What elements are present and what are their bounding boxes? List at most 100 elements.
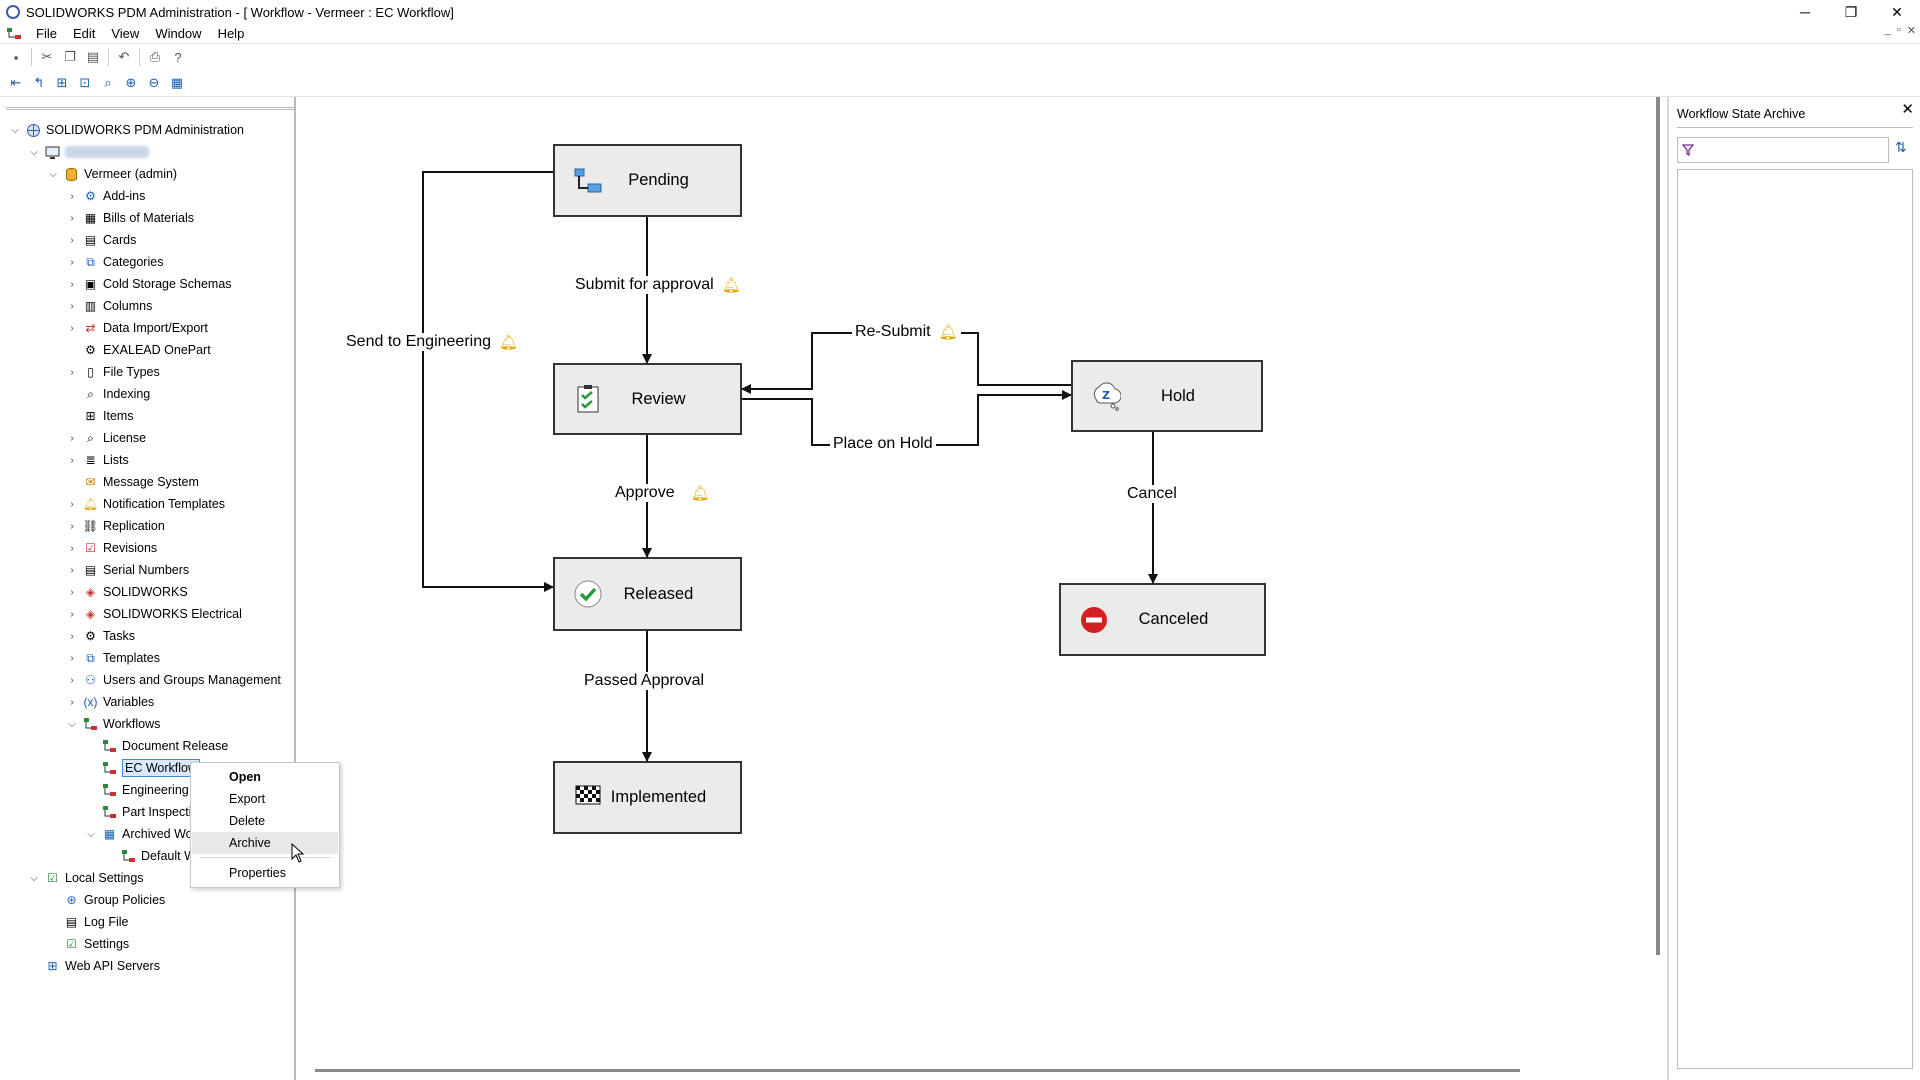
maximize-button[interactable]: ❐: [1844, 3, 1858, 20]
menu-edit[interactable]: Edit: [72, 26, 96, 41]
tree-node-ec-workflow[interactable]: EC Workflow: [100, 757, 201, 779]
tree-node-root[interactable]: ⌵ SOLIDWORKS PDM Administration: [8, 119, 244, 141]
tree-node-group-policies[interactable]: ⊛ Group Policies: [46, 889, 165, 911]
chevron-right-icon[interactable]: ›: [70, 234, 74, 246]
tree-node-tasks[interactable]: › ⚙ Tasks: [65, 625, 135, 647]
state-review[interactable]: Review: [553, 363, 742, 435]
canvas-horizontal-scrollbar[interactable]: [315, 1069, 1520, 1072]
archive-icon[interactable]: ▦: [170, 75, 184, 90]
select-icon[interactable]: ⇤: [10, 75, 22, 90]
chevron-down-icon[interactable]: ⌵: [68, 718, 76, 730]
tree-node-server[interactable]: ⌵: [27, 141, 149, 163]
tree-node-cards[interactable]: › ▤ Cards: [65, 229, 136, 251]
chevron-right-icon[interactable]: ›: [70, 300, 74, 312]
menu-window[interactable]: Window: [155, 26, 202, 41]
print-icon[interactable]: ⎙: [149, 49, 161, 64]
panel-splitter[interactable]: [1667, 97, 1669, 1080]
chevron-right-icon[interactable]: ›: [70, 190, 74, 202]
tree-node-columns[interactable]: › ▥ Columns: [65, 295, 152, 317]
tree-node-solidworks[interactable]: › ◈ SOLIDWORKS: [65, 581, 187, 603]
transition-send-to-engineering[interactable]: Send to Engineering 🔔︎: [343, 333, 522, 351]
chevron-right-icon[interactable]: ›: [70, 564, 74, 576]
workflow-canvas[interactable]: Pending Review Released Implemented Z Ho…: [298, 97, 1658, 1080]
tree-node-templates[interactable]: › ⧉ Templates: [65, 647, 160, 669]
chevron-right-icon[interactable]: ›: [70, 498, 74, 510]
tree-node-settings[interactable]: ☑ Settings: [46, 933, 129, 955]
tree-node-revisions[interactable]: › ☑ Revisions: [65, 537, 157, 559]
menu-file[interactable]: File: [36, 26, 57, 41]
chevron-right-icon[interactable]: ›: [70, 608, 74, 620]
state-pending[interactable]: Pending: [553, 144, 742, 217]
filter-input[interactable]: [1677, 137, 1889, 163]
add-state-icon[interactable]: ⊞: [56, 75, 68, 90]
transition-passed-approval[interactable]: Passed Approval: [581, 672, 708, 690]
tree-node-archived-workflows[interactable]: ⌵ ▦ Archived Wo: [84, 823, 192, 845]
copy-icon[interactable]: ❐: [64, 49, 76, 64]
archive-list[interactable]: [1677, 169, 1913, 1069]
transition-place-on-hold[interactable]: Place on Hold: [830, 435, 936, 453]
chevron-right-icon[interactable]: ›: [70, 652, 74, 664]
chevron-down-icon[interactable]: ⌵: [87, 828, 95, 840]
tree-node-default-workflow[interactable]: Default W: [121, 845, 196, 867]
zoom-area-icon[interactable]: ⌕: [104, 75, 112, 90]
chevron-right-icon[interactable]: ›: [70, 212, 74, 224]
save-icon[interactable]: ▪: [13, 49, 19, 65]
tree-node-log-file[interactable]: ▤ Log File: [46, 911, 129, 933]
transition-resubmit[interactable]: Re-Submit 🔔︎: [852, 323, 961, 341]
mdi-close-button[interactable]: ✕: [1906, 25, 1916, 37]
transition-submit[interactable]: Submit for approval 🔔︎: [572, 276, 744, 294]
sort-icon[interactable]: ⇅: [1895, 139, 1907, 155]
chevron-right-icon[interactable]: ›: [70, 630, 74, 642]
context-menu-export[interactable]: Export: [229, 792, 266, 806]
transition-resubmit-line[interactable]: [741, 332, 1071, 394]
tree-node-serial-numbers[interactable]: › ▤ Serial Numbers: [65, 559, 189, 581]
zoom-in-icon[interactable]: ⊕: [125, 75, 137, 90]
cut-icon[interactable]: ✂: [41, 49, 53, 64]
chevron-down-icon[interactable]: ⌵: [30, 872, 38, 884]
context-menu-delete[interactable]: Delete: [229, 814, 266, 828]
tree-node-message-system[interactable]: ✉ Message System: [65, 471, 198, 493]
chevron-right-icon[interactable]: ›: [70, 366, 74, 378]
close-icon[interactable]: ✕: [1901, 101, 1914, 118]
add-transition-icon[interactable]: ↰: [33, 75, 45, 90]
transition-approve[interactable]: Approve 🔔︎: [612, 484, 713, 502]
menu-view[interactable]: View: [111, 26, 140, 41]
chevron-right-icon[interactable]: ›: [70, 432, 74, 444]
tree-node-bom[interactable]: › ▦ Bills of Materials: [65, 207, 194, 229]
tree-node-lists[interactable]: › ≣ Lists: [65, 449, 128, 471]
tree-node-notification-templates[interactable]: › 🔔︎ Notification Templates: [65, 493, 225, 515]
close-button[interactable]: ✕: [1891, 3, 1903, 20]
canvas-vertical-scrollbar[interactable]: [1656, 97, 1660, 955]
context-menu-open[interactable]: Open: [229, 770, 261, 784]
chevron-right-icon[interactable]: ›: [70, 454, 74, 466]
help-icon[interactable]: ?: [174, 49, 182, 65]
tree-node-variables[interactable]: › (x) Variables: [65, 691, 154, 713]
transition-send-eng-line[interactable]: [422, 171, 554, 592]
tree-node-exalead[interactable]: ⚙ EXALEAD OnePart: [65, 339, 211, 361]
tree-node-local-settings[interactable]: ⌵ ☑ Local Settings: [27, 867, 143, 889]
tree-node-solidworks-electrical[interactable]: › ◈ SOLIDWORKS Electrical: [65, 603, 242, 625]
tree-node-add-ins[interactable]: › ⚙ Add-ins: [65, 185, 145, 207]
tree-node-file-types[interactable]: › ▯ File Types: [65, 361, 159, 383]
paste-icon[interactable]: ▤: [86, 49, 100, 64]
tree-node-document-release[interactable]: Document Release: [102, 735, 228, 757]
tree-node-items[interactable]: ⊞ Items: [65, 405, 133, 427]
chevron-right-icon[interactable]: ›: [70, 520, 74, 532]
state-implemented[interactable]: Implemented: [553, 761, 742, 834]
chevron-right-icon[interactable]: ›: [70, 256, 74, 268]
zoom-fit-icon[interactable]: ⊡: [79, 75, 91, 90]
chevron-right-icon[interactable]: ›: [70, 278, 74, 290]
minimize-button[interactable]: ─: [1800, 4, 1810, 20]
chevron-right-icon[interactable]: ›: [70, 586, 74, 598]
tree-node-replication[interactable]: › ⛓ Replication: [65, 515, 165, 537]
tree-node-data-import[interactable]: › ⇄ Data Import/Export: [65, 317, 208, 339]
state-released[interactable]: Released: [553, 557, 742, 631]
tree-node-part-inspection[interactable]: Part Inspecti: [102, 801, 191, 823]
chevron-right-icon[interactable]: ›: [70, 674, 74, 686]
mdi-restore-button[interactable]: ▫: [1896, 24, 1901, 36]
tree-node-categories[interactable]: › ⧉ Categories: [65, 251, 163, 273]
chevron-right-icon[interactable]: ›: [70, 542, 74, 554]
tree-node-license[interactable]: › ⌕ License: [65, 427, 146, 449]
context-menu-archive[interactable]: Archive: [192, 832, 338, 854]
context-menu-properties[interactable]: Properties: [229, 866, 286, 880]
